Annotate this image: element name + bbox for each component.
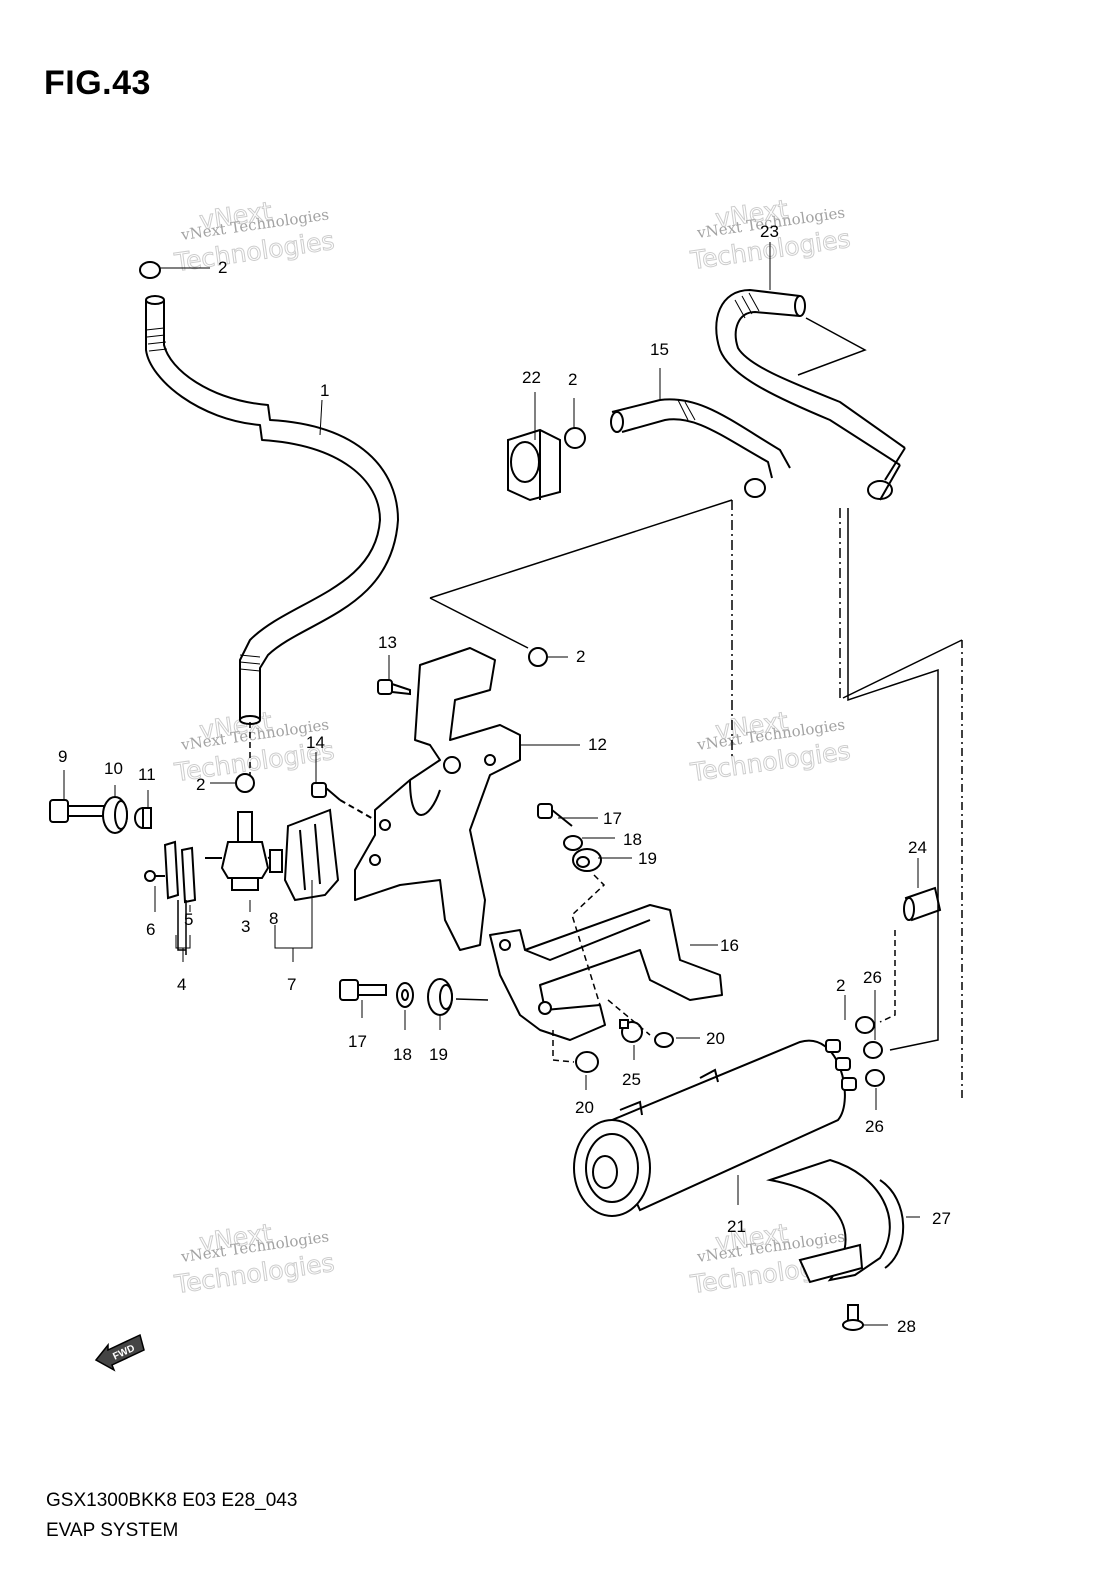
part-9-bolt [49, 799, 105, 823]
callout-26: 26 [865, 1117, 884, 1136]
part-2-clamp [139, 261, 875, 1034]
part-19-grommet-lower [427, 978, 453, 1016]
callout-17: 17 [348, 1032, 367, 1051]
part-14-bolt [311, 782, 376, 821]
callout-4: 4 [177, 975, 186, 994]
part-18-washer-lower [396, 982, 414, 1008]
callout-1: 1 [320, 381, 329, 400]
part-25-bolt [619, 1019, 643, 1043]
part-27-strap [766, 1158, 905, 1284]
callout-19: 19 [638, 849, 657, 868]
callout-20: 20 [706, 1029, 725, 1048]
callout-23: 23 [760, 222, 779, 241]
footer-section-name: EVAP SYSTEM [46, 1520, 179, 1541]
callout-28: 28 [897, 1317, 916, 1336]
callout-2: 2 [568, 370, 577, 389]
part-1-hose [145, 295, 399, 725]
part-28-screw [842, 1304, 864, 1331]
callout-14: 14 [306, 733, 325, 752]
callout-2: 2 [836, 976, 845, 995]
routing-lines [177, 317, 963, 1100]
callout-2: 2 [196, 775, 205, 794]
callout-labels: 1 2 2 2 2 2 3 4 5 6 7 8 9 10 11 12 13 14… [58, 222, 951, 1336]
callout-8: 8 [269, 909, 278, 928]
part-10-grommet [102, 796, 128, 834]
callout-22: 22 [522, 368, 541, 387]
fwd-arrow-icon: FWD [94, 1333, 145, 1372]
callout-17: 17 [603, 809, 622, 828]
part-17-bolt-lower [339, 979, 387, 1001]
footer-model-code: GSX1300BKK8 E03 E28_043 [46, 1490, 298, 1511]
callout-10: 10 [104, 759, 123, 778]
callout-15: 15 [650, 340, 669, 359]
part-24-joint [903, 886, 942, 922]
part-6-screw [144, 870, 165, 882]
part-11-collar [134, 807, 152, 829]
callout-24: 24 [908, 838, 927, 857]
callout-6: 6 [146, 920, 155, 939]
callout-7: 7 [287, 975, 296, 994]
callout-25: 25 [622, 1070, 641, 1089]
callout-3: 3 [241, 917, 250, 936]
part-26-clamp [863, 1041, 885, 1087]
callout-26: 26 [863, 968, 882, 987]
part-5-stay [163, 840, 197, 904]
part-18-washer-upper [563, 835, 583, 851]
callout-16: 16 [720, 936, 739, 955]
part-15-hose [610, 398, 791, 498]
part-22-clamp-bracket [507, 428, 561, 502]
callout-20: 20 [575, 1098, 594, 1117]
callout-19: 19 [429, 1045, 448, 1064]
part-16-bracket [489, 904, 723, 1041]
callout-13: 13 [378, 633, 397, 652]
part-21-canister [573, 1039, 857, 1217]
callout-18: 18 [393, 1045, 412, 1064]
callout-12: 12 [588, 735, 607, 754]
part-17-bolt-upper [537, 803, 573, 827]
callout-9: 9 [58, 747, 67, 766]
leader-lines [63, 242, 920, 1326]
figure-title: FIG.43 [44, 64, 151, 102]
callout-2: 2 [218, 258, 227, 277]
part-20-nut [575, 1032, 674, 1073]
part-13-bolt [377, 679, 411, 696]
part-12-bracket [354, 647, 521, 951]
callout-21: 21 [727, 1217, 746, 1236]
part-3-valve [205, 811, 281, 891]
callout-2: 2 [576, 647, 585, 666]
callout-11: 11 [138, 765, 156, 784]
part-23-hose [715, 288, 906, 501]
callout-18: 18 [623, 830, 642, 849]
part-7-holder [269, 808, 340, 902]
callout-27: 27 [932, 1209, 951, 1228]
callout-5: 5 [184, 910, 193, 929]
part-19-grommet-upper [572, 848, 602, 872]
